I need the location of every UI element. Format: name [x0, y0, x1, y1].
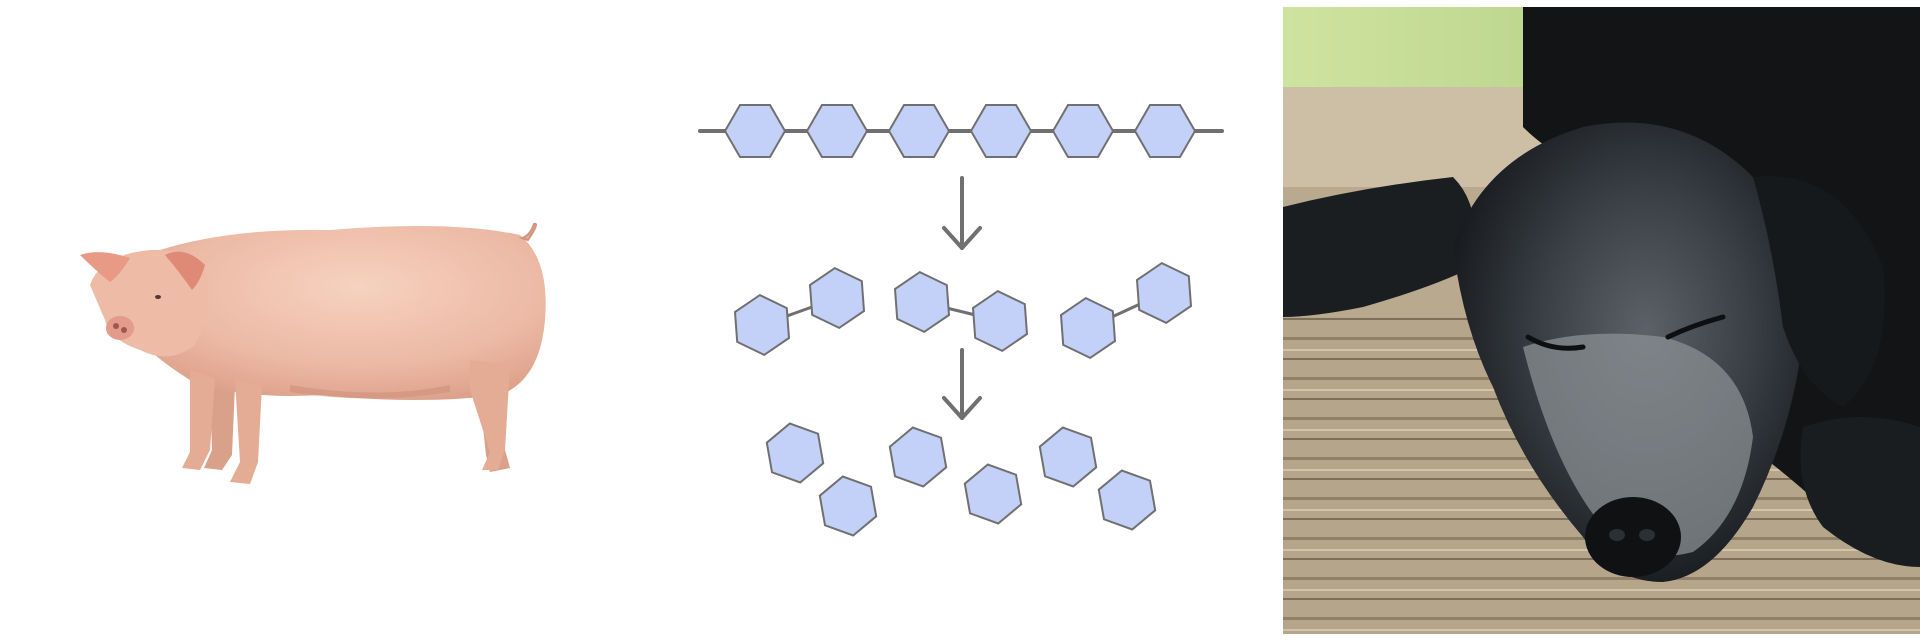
polymer-diagram-panel	[640, 0, 1280, 640]
chain-unit-hexagon	[969, 104, 1033, 158]
dimer-unit-hexagon	[808, 266, 866, 330]
dimer-unit-hexagon	[893, 270, 951, 334]
dog-photo-panel	[1283, 7, 1920, 634]
monomer-hexagon	[1038, 426, 1098, 488]
monomer-hexagon	[818, 475, 878, 537]
arrow-down-head	[942, 226, 982, 250]
dimer-unit-hexagon	[733, 293, 791, 357]
monomer-hexagon	[765, 422, 825, 484]
chain-unit-hexagon	[1133, 104, 1197, 158]
chain-unit-hexagon	[887, 104, 951, 158]
dimer-unit-hexagon	[971, 289, 1029, 353]
monomer-hexagon	[1097, 469, 1157, 531]
chain-unit-hexagon	[1051, 104, 1115, 158]
pig-panel	[0, 0, 600, 640]
sleeping-dog-illustration	[1283, 7, 1920, 634]
arrow-down-head	[942, 396, 982, 420]
chain-unit-hexagon	[723, 104, 787, 158]
dimer-unit-hexagon	[1135, 261, 1193, 325]
dimer-unit-hexagon	[1059, 296, 1117, 360]
pig-illustration	[80, 222, 546, 484]
monomer-hexagon	[888, 426, 948, 488]
monomer-hexagon	[963, 463, 1023, 525]
chain-unit-hexagon	[805, 104, 869, 158]
polymer-breakdown-diagram	[698, 104, 1224, 537]
